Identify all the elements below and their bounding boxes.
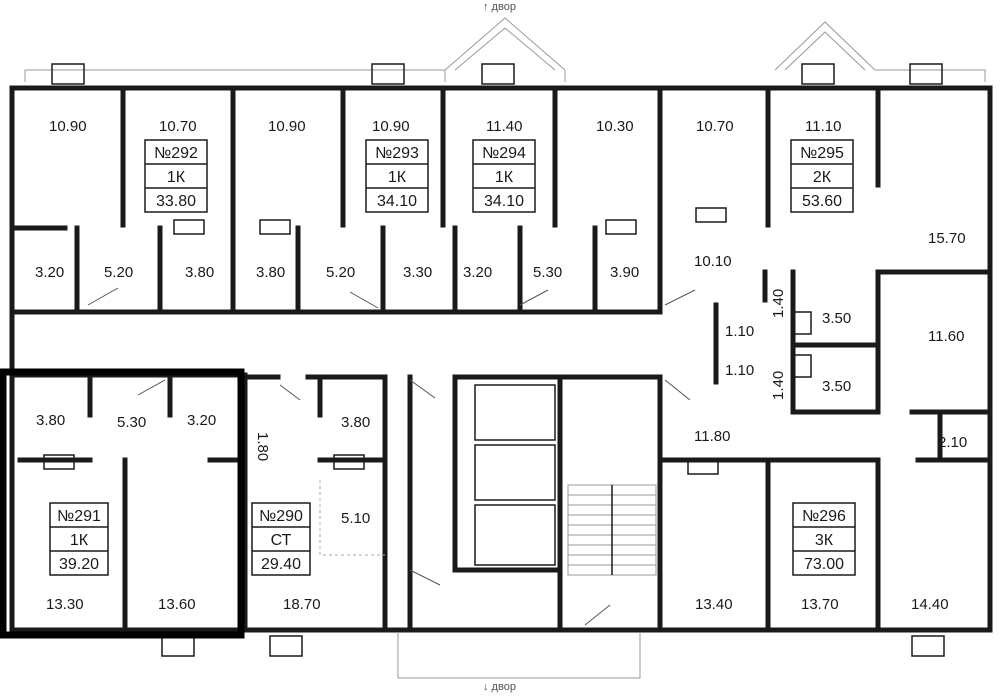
room-area: 3.80 [341, 414, 370, 431]
room-area: 18.70 [283, 596, 321, 613]
apartment-area: 29.40 [261, 556, 301, 573]
apartment-area: 53.60 [802, 193, 842, 210]
room-area: 1.80 [254, 432, 271, 461]
room-area: 14.40 [911, 596, 949, 613]
room-area: 11.40 [486, 118, 522, 135]
room-area: 10.90 [268, 118, 306, 135]
apartment-type: 2К [813, 169, 832, 186]
apartment-number: №296 [802, 508, 846, 525]
door-swings [87, 287, 696, 626]
room-area: 5.30 [117, 414, 146, 431]
room-area: 5.20 [326, 264, 355, 281]
staircase [567, 484, 657, 576]
room-area: 1.10 [725, 323, 754, 340]
room-area: 3.20 [463, 264, 492, 281]
room-area: 10.90 [49, 118, 87, 135]
entrance-outline [319, 480, 641, 679]
apartment-label-294[interactable]: №294 1К 34.10 [472, 139, 536, 213]
apartment-number: №291 [57, 508, 101, 525]
room-area: 13.70 [801, 596, 839, 613]
room-area: 13.40 [695, 596, 733, 613]
apartment-number: №294 [482, 145, 526, 162]
room-area: 10.70 [159, 118, 197, 135]
apartment-area: 33.80 [156, 193, 196, 210]
apartment-type: 1К [70, 532, 89, 549]
apartment-label-295[interactable]: №295 2К 53.60 [790, 139, 854, 213]
room-area: 15.70 [928, 230, 966, 247]
apartment-area: 34.10 [484, 193, 524, 210]
apartment-label-292[interactable]: №292 1К 33.80 [144, 139, 208, 213]
room-area: 10.90 [372, 118, 410, 135]
room-area: 3.20 [187, 412, 216, 429]
room-area: 11.10 [805, 118, 841, 135]
compass-bottom-label: ↓ двор [483, 681, 516, 693]
apartment-type: 1К [167, 169, 186, 186]
apartment-area: 39.20 [59, 556, 99, 573]
roof-outline [24, 17, 986, 82]
apartment-area: 34.10 [377, 193, 417, 210]
elevator-shafts [474, 384, 556, 566]
room-area: 1.40 [770, 371, 787, 400]
apartment-type: СТ [271, 532, 292, 549]
room-area: 3.80 [185, 264, 214, 281]
room-area: 3.50 [822, 310, 851, 327]
apartment-number: №290 [259, 508, 303, 525]
room-area: 3.90 [610, 264, 639, 281]
room-area: 3.80 [256, 264, 285, 281]
apartment-number: №292 [154, 145, 198, 162]
apartment-label-296[interactable]: №296 3К 73.00 [792, 502, 856, 576]
room-area: 3.50 [822, 378, 851, 395]
room-area: 5.10 [341, 510, 370, 527]
apartment-type: 3К [815, 532, 834, 549]
apartment-291-highlight[interactable] [0, 368, 245, 639]
room-area-labels: 10.90 10.70 10.90 10.90 11.40 10.30 10.7… [35, 118, 967, 613]
room-area: 5.20 [104, 264, 133, 281]
room-area: 11.80 [694, 428, 730, 445]
apartment-type: 1К [388, 169, 407, 186]
room-area: 2.10 [938, 434, 967, 451]
room-area: 3.20 [35, 264, 64, 281]
apartment-label-293[interactable]: №293 1К 34.10 [365, 139, 429, 213]
compass-top-label: ↑ двор [483, 1, 516, 13]
room-area: 10.10 [694, 253, 732, 270]
room-area: 1.40 [770, 289, 787, 318]
apartment-label-290[interactable]: №290 СТ 29.40 [251, 502, 311, 576]
apartment-number: №295 [800, 145, 844, 162]
room-area: 13.30 [46, 596, 84, 613]
room-area: 11.60 [928, 328, 964, 345]
room-area: 10.30 [596, 118, 634, 135]
apartment-number: №293 [375, 145, 419, 162]
apartment-type: 1К [495, 169, 514, 186]
room-area: 3.80 [36, 412, 65, 429]
walls [9, 85, 993, 633]
room-area: 1.10 [725, 362, 754, 379]
room-area: 10.70 [696, 118, 734, 135]
apartment-label-291[interactable]: №291 1К 39.20 [49, 502, 109, 576]
room-area: 5.30 [533, 264, 562, 281]
apartment-area: 73.00 [804, 556, 844, 573]
room-area: 13.60 [158, 596, 196, 613]
room-area: 3.30 [403, 264, 432, 281]
